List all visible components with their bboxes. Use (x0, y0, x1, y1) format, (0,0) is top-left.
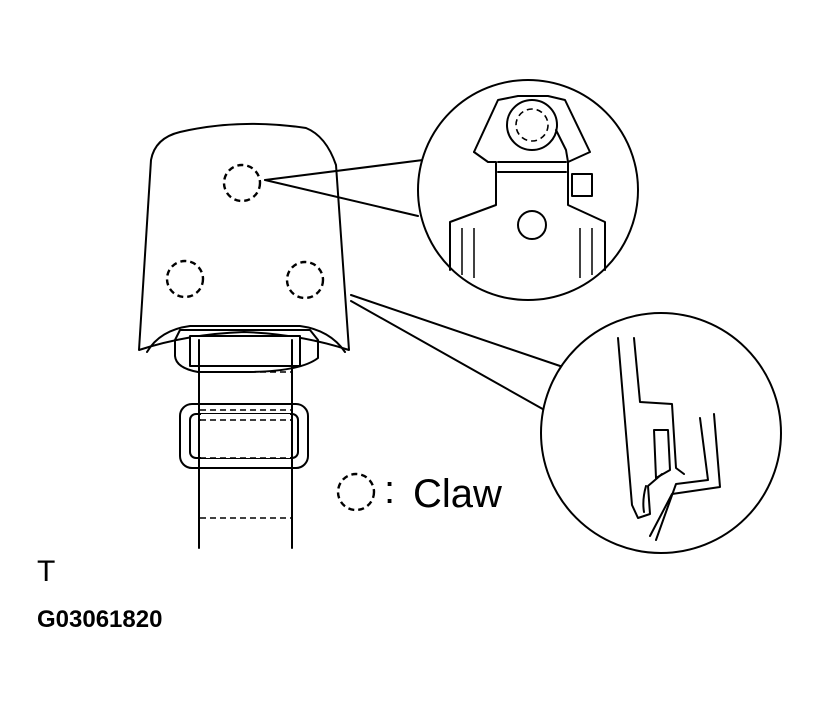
legend-label: Claw (413, 472, 502, 516)
corner-letter: T (37, 555, 55, 588)
detail-top-claw (417, 79, 639, 301)
legend-colon: : (384, 468, 395, 512)
detail-side-claw (540, 312, 782, 554)
claw-left-marker (165, 259, 205, 299)
claw-top-marker (222, 163, 262, 203)
callout-side-leader (350, 294, 567, 413)
figure-code: G03061820 (37, 606, 162, 633)
belt-guide-ring (179, 403, 309, 469)
claw-right-marker (285, 260, 325, 300)
legend-claw-symbol (336, 472, 376, 512)
legend: : Claw (336, 468, 502, 516)
callout-top-leader (264, 159, 424, 217)
anchor-cover (138, 122, 350, 373)
